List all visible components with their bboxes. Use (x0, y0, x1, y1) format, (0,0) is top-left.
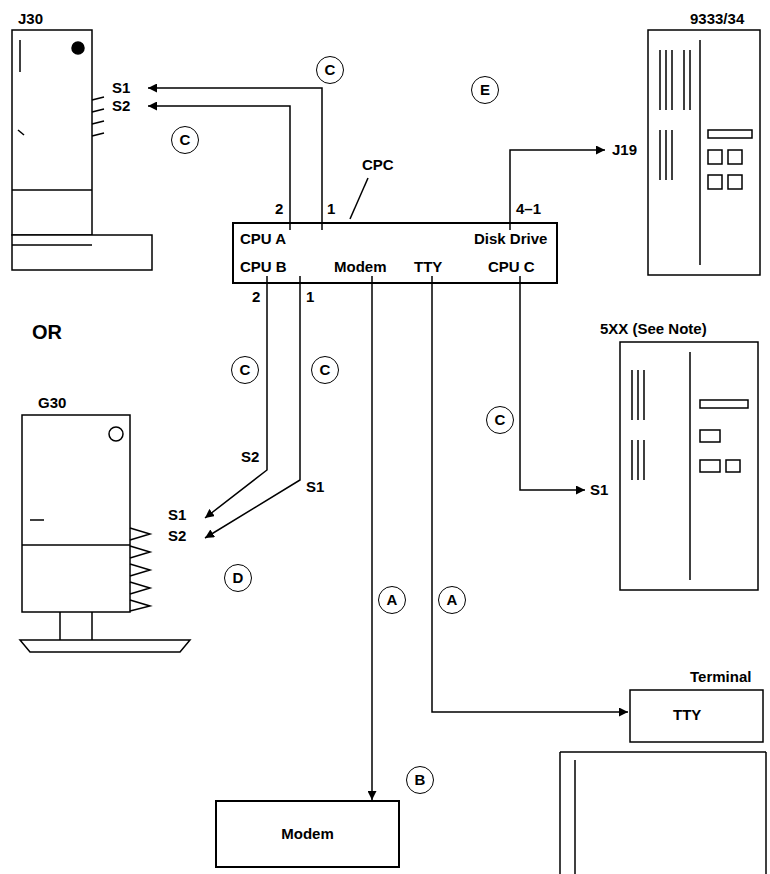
pin-label: S2 (241, 448, 259, 466)
node-label: Disk Drive (474, 230, 547, 248)
cable-connector (205, 276, 300, 538)
cable-connector (520, 276, 585, 490)
node-label: 9333/34 (690, 10, 744, 28)
node-label: CPU B (240, 258, 287, 276)
callout-circle: B (406, 766, 434, 794)
callout-letter: C (180, 131, 191, 149)
cable-connector (148, 106, 290, 230)
callout-circle: C (316, 56, 344, 84)
callout-circle: D (224, 564, 252, 592)
port: CPU B (236, 258, 312, 276)
node-label: G30 (38, 394, 66, 412)
pin-label: 2 (252, 288, 260, 306)
callout-letter: D (233, 569, 244, 587)
pin-label: S1 (112, 79, 130, 97)
port: CPU A (236, 230, 330, 248)
callout-letter: A (387, 591, 398, 609)
pin-label: 1 (306, 288, 314, 306)
callout-circle: A (438, 586, 466, 614)
node-label: 5XX (See Note) (600, 320, 707, 338)
node-label: Modem (334, 258, 387, 276)
cpc-panel: CPCCPU ADisk DriveCPU BModemTTYCPU C (232, 222, 558, 284)
terminal-and-table (560, 690, 766, 874)
node-sublabel: TTY (673, 706, 701, 724)
port: Modem (330, 258, 396, 276)
machine-node: G30 (10, 392, 205, 657)
node-label: CPC (362, 156, 394, 174)
callout-letter: E (480, 81, 490, 99)
callout-circle: A (378, 586, 406, 614)
pin-label: S2 (168, 527, 186, 545)
node-label: Terminal (690, 668, 751, 686)
terminal-node: TerminalTTY (628, 668, 765, 746)
disk-unit-9333 (648, 30, 760, 275)
callout-letter: C (495, 411, 506, 429)
node-label: J30 (18, 10, 43, 28)
machine-node: 5XX (See Note) (585, 318, 765, 598)
port: CPU C (484, 258, 554, 276)
pin-label: J19 (612, 141, 637, 159)
callout-circle: C (231, 356, 259, 384)
node-label: Modem (281, 825, 334, 843)
g30-machine (20, 415, 190, 652)
modem-box: Modem (215, 800, 400, 868)
callout-letter: C (320, 361, 331, 379)
pin-label: 4–1 (516, 200, 541, 218)
cable-connector (371, 276, 373, 800)
callout-letter: C (325, 61, 336, 79)
pin-label: 1 (327, 200, 335, 218)
pin-label: S1 (590, 481, 608, 499)
cable-connector (148, 88, 322, 230)
callout-circle: C (486, 406, 514, 434)
node-label: CPU A (240, 230, 286, 248)
callout-letter: B (415, 771, 426, 789)
pin-label: 2 (275, 200, 283, 218)
j30-machine (12, 30, 152, 270)
pin-label: S1 (168, 506, 186, 524)
callout-circle: E (471, 76, 499, 104)
machine-node: J30 (5, 8, 148, 278)
pin-label: S1 (306, 478, 324, 496)
node-label: CPU C (488, 258, 535, 276)
system-unit-5xx (620, 342, 758, 590)
pin-label: OR (32, 320, 62, 344)
cable-connector (205, 276, 267, 518)
callout-letter: C (240, 361, 251, 379)
pin-label: S2 (112, 97, 130, 115)
callout-circle: C (171, 126, 199, 154)
cable-connector (432, 276, 628, 712)
callout-circle: C (311, 356, 339, 384)
port: Disk Drive (470, 230, 556, 248)
leader-line (350, 178, 368, 219)
port: TTY (410, 258, 454, 276)
callout-letter: A (447, 591, 458, 609)
cable-connector (510, 150, 605, 230)
node-label: TTY (414, 258, 442, 276)
